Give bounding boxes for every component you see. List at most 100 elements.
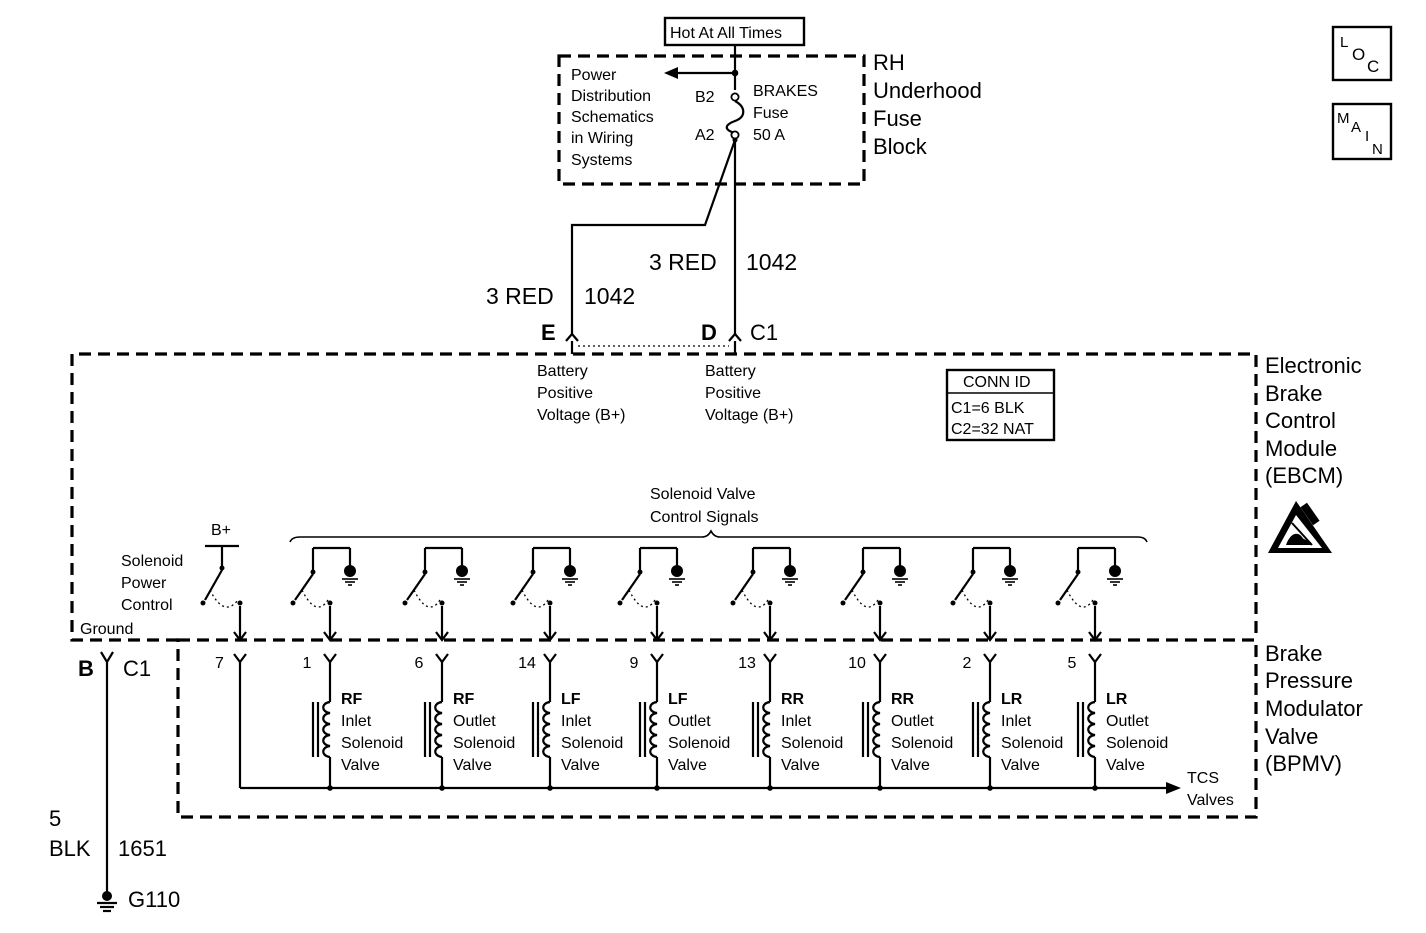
tcs-label-2: Valves	[1187, 792, 1234, 809]
coil-icon	[1087, 700, 1096, 759]
main-letter-1: M	[1337, 110, 1350, 127]
valve-label-rr-outlet-1: RR	[891, 691, 915, 708]
fuse-block: RH Underhood Fuse Block Power Distributi…	[557, 50, 982, 186]
esd-warning-icon	[1268, 501, 1332, 553]
coil-icon	[322, 700, 331, 759]
ebcm-name-3: Control	[1265, 408, 1336, 433]
input-d-line-2: Positive	[705, 385, 761, 402]
fuse-block-name-2: Underhood	[873, 78, 982, 103]
power-dist-ref-1: Power	[571, 67, 617, 84]
valve-label-rf-inlet-3: Solenoid	[341, 735, 403, 752]
bpmv-name-4: Valve	[1265, 724, 1318, 749]
loc-letter-2: O	[1352, 45, 1365, 64]
valve-label-rf-outlet-2: Outlet	[453, 713, 496, 730]
solenoid-signals-header: Solenoid Valve Control Signals	[289, 486, 1148, 543]
ebcm-name-2: Brake	[1265, 381, 1322, 406]
connector-c1-top: E D C1	[541, 320, 778, 354]
wire-e-circuit: 1042	[584, 283, 635, 309]
coil-icon	[762, 700, 771, 759]
power-dist-ref-3: Schematics	[571, 109, 654, 126]
connector-c1-label: C1	[750, 320, 778, 345]
fuse-rating: 50 A	[753, 127, 785, 144]
valve-label-lf-outlet-1: LF	[668, 691, 688, 708]
valve-pin-rr-outlet: 10	[848, 655, 866, 672]
valve-label-rr-outlet-4: Valve	[891, 757, 930, 774]
input-d-line-1: Battery	[705, 363, 756, 380]
ebcm-name-5: (EBCM)	[1265, 463, 1343, 488]
main-letter-4: N	[1372, 141, 1383, 158]
terminal-b2: B2	[695, 89, 715, 106]
signals-label-2: Control Signals	[650, 509, 759, 526]
pin-b-label: B	[78, 656, 94, 681]
bpmv-name-5: (BPMV)	[1265, 751, 1342, 776]
switch-icon	[204, 569, 223, 601]
valve-label-lf-inlet-3: Solenoid	[561, 735, 623, 752]
power-dist-ref-4: in Wiring	[571, 130, 633, 147]
power-control-line-2: Power	[121, 575, 167, 592]
power-dist-ref-2: Distribution	[571, 88, 651, 105]
conn-id-title: CONN ID	[963, 374, 1031, 391]
valve-label-lf-inlet-4: Valve	[561, 757, 600, 774]
nav-main-button[interactable]: M A I N	[1331, 102, 1393, 161]
input-e-line-2: Positive	[537, 385, 593, 402]
fuse-block-name-3: Fuse	[873, 106, 922, 131]
bpmv-name-2: Pressure	[1265, 668, 1353, 693]
pin-d-label: D	[701, 320, 717, 345]
ground-id-g110: G110	[128, 887, 180, 912]
solenoid-valves: 1RFInletSolenoidValve6RFOutletSolenoidVa…	[303, 653, 1168, 791]
valve-label-rf-inlet-2: Inlet	[341, 713, 372, 730]
valve-label-rr-inlet-4: Valve	[781, 757, 820, 774]
valve-label-lr-inlet-3: Solenoid	[1001, 735, 1063, 752]
valve-pin-lr-outlet: 5	[1068, 655, 1077, 672]
fuse-block-name-4: Block	[873, 134, 928, 159]
valve-pin-lr-inlet: 2	[963, 655, 972, 672]
valve-label-lr-inlet-1: LR	[1001, 691, 1023, 708]
terminal-a2: A2	[695, 127, 715, 144]
driver-switch-rr-outlet	[840, 546, 908, 642]
valve-label-rf-outlet-3: Solenoid	[453, 735, 515, 752]
nav-loc-button[interactable]: L O C	[1331, 25, 1393, 82]
driver-switch-lr-inlet	[950, 546, 1018, 642]
wire-d-circuit: 1042	[746, 249, 797, 275]
ebcm-name-4: Module	[1265, 436, 1337, 461]
hot-label-text: Hot At All Times	[670, 25, 782, 42]
arrow-right-icon	[1166, 782, 1181, 794]
main-letter-2: A	[1351, 119, 1361, 136]
input-d-line-3: Voltage (B+)	[705, 407, 794, 424]
signals-label-1: Solenoid Valve	[650, 486, 756, 503]
ebcm-module: Electronic Brake Control Module (EBCM) B…	[70, 352, 1362, 642]
valve-label-rf-inlet-4: Valve	[341, 757, 380, 774]
ground-wire-size: 5	[49, 806, 61, 831]
solenoid-driver-switches	[290, 546, 1123, 642]
valve-label-lf-outlet-3: Solenoid	[668, 735, 730, 752]
valve-label-rr-outlet-2: Outlet	[891, 713, 934, 730]
bplus-label: B+	[211, 522, 231, 539]
coil-icon	[649, 700, 658, 759]
power-control-line-3: Control	[121, 597, 173, 614]
ground-circuit: B C1 5 BLK 1651 G110	[49, 651, 180, 913]
power-control-line-1: Solenoid	[121, 553, 183, 570]
ground-label: Ground	[80, 621, 133, 638]
valve-label-lr-inlet-2: Inlet	[1001, 713, 1032, 730]
coil-icon	[872, 700, 881, 759]
valve-label-rr-inlet-1: RR	[781, 691, 805, 708]
conn-id-table: CONN ID C1=6 BLK C2=32 NAT	[945, 368, 1056, 442]
wire-d-label: 3 RED 1042	[649, 249, 797, 275]
hot-at-all-times-label: Hot At All Times	[663, 16, 806, 47]
fuse-name: BRAKES	[753, 83, 818, 100]
valve-label-lr-outlet-2: Outlet	[1106, 713, 1149, 730]
valve-label-lf-inlet-1: LF	[561, 691, 581, 708]
conn-id-row-1: C1=6 BLK	[951, 400, 1025, 417]
valve-label-rr-inlet-3: Solenoid	[781, 735, 843, 752]
connector-c1-ground-label: C1	[123, 656, 151, 681]
power-pin-7: 7	[215, 655, 224, 672]
valve-label-rr-inlet-2: Inlet	[781, 713, 812, 730]
ground-wire-circuit: 1651	[118, 836, 167, 861]
